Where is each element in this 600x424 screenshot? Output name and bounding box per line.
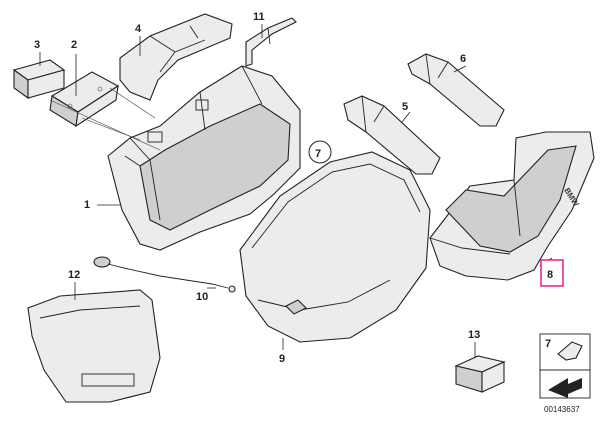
callout-12: 12 bbox=[68, 269, 80, 281]
legend-box: 7 00143637 bbox=[539, 333, 591, 414]
legend-clip-icon bbox=[557, 341, 583, 361]
part-4-cover[interactable] bbox=[119, 13, 233, 101]
callout-4: 4 bbox=[135, 23, 142, 35]
legend-label-7: 7 bbox=[545, 338, 551, 350]
part-13-box[interactable] bbox=[454, 355, 506, 393]
callout-labels: 3 2 4 11 1 7 6 5 12 10 9 13 bbox=[34, 11, 480, 365]
part-6-strap[interactable] bbox=[407, 53, 505, 127]
part-12-bag[interactable] bbox=[27, 289, 161, 403]
part-7-marker[interactable] bbox=[308, 140, 332, 164]
callout-8-highlight[interactable]: 8 bbox=[540, 259, 564, 287]
callout-13: 13 bbox=[468, 329, 480, 341]
callout-7: 7 bbox=[315, 148, 321, 160]
leader-lines bbox=[39, 24, 553, 358]
callout-2: 2 bbox=[71, 39, 77, 51]
part-5-strap[interactable] bbox=[343, 95, 441, 175]
callout-1: 1 bbox=[84, 199, 90, 211]
callout-9: 9 bbox=[279, 353, 285, 365]
callout-11: 11 bbox=[253, 11, 265, 23]
callout-6: 6 bbox=[460, 53, 466, 65]
part-9-case[interactable] bbox=[239, 151, 431, 343]
highlight-box bbox=[540, 259, 564, 287]
arrow-icon bbox=[548, 378, 582, 398]
callout-10: 10 bbox=[196, 291, 208, 303]
callout-8: 8 bbox=[547, 269, 553, 281]
part-10-cable[interactable] bbox=[93, 256, 236, 293]
callout-3: 3 bbox=[34, 39, 40, 51]
part-1-liner[interactable] bbox=[107, 65, 301, 251]
part-3-block[interactable] bbox=[12, 59, 66, 100]
part-8-lid[interactable]: BMW bbox=[429, 131, 595, 281]
callout-5: 5 bbox=[402, 101, 408, 113]
part-11-strap[interactable] bbox=[245, 17, 297, 67]
reference-number: 00143637 bbox=[544, 405, 580, 414]
